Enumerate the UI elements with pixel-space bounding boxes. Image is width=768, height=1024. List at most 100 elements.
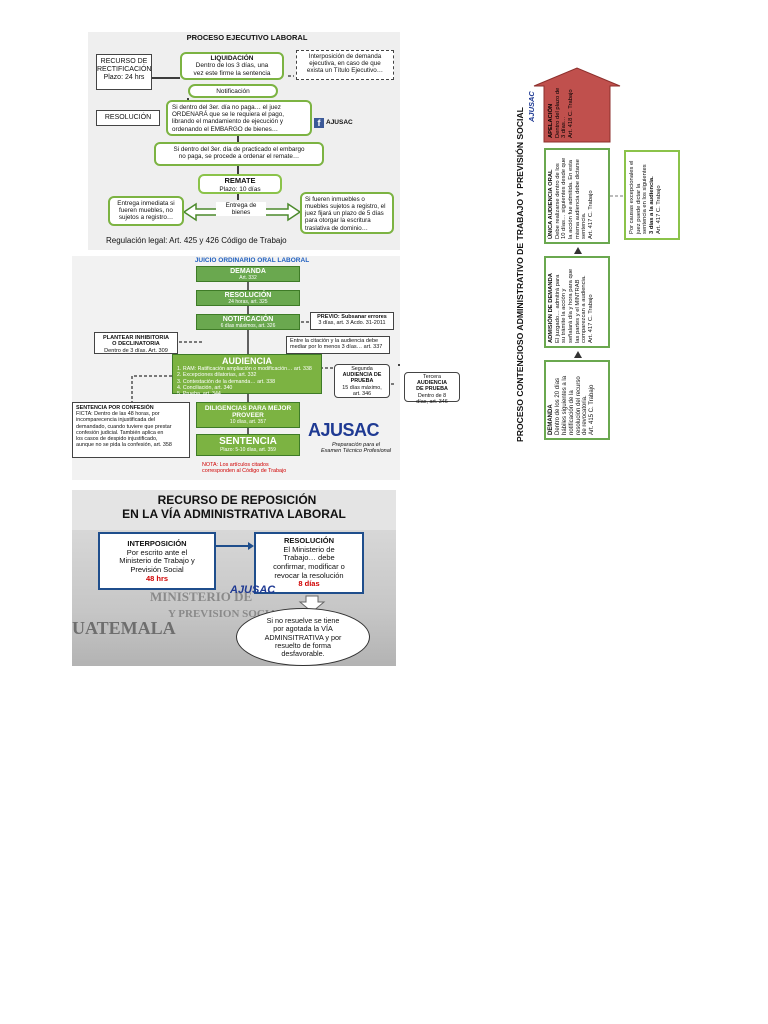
- tercera-line5: días, art. 346: [416, 398, 448, 405]
- tercera-line1: Tercera: [423, 374, 441, 380]
- entrega-inmediata-line3: sujetos a registro…: [118, 214, 174, 222]
- inmuebles-line1: Si fueren inmuebles o: [305, 196, 365, 203]
- excepcional4-line1: Por causas excepcionales el: [629, 160, 635, 234]
- confesion-line6: los casos de despido injustificado,: [76, 436, 158, 443]
- apelacion4-title: APELACIÓN: [548, 103, 554, 138]
- excepcional4-line5: Art. 417 C. Trabajo: [655, 185, 662, 234]
- excepcional4-line4: 3 días a la audiencia.: [648, 176, 655, 234]
- notificacion2-title: NOTIFICACIÓN: [222, 316, 274, 323]
- prep-line1: Preparación para el: [331, 442, 380, 448]
- nota-line2: corresponden al Código de Trabajo: [202, 468, 287, 475]
- entrega-inmediata-line1: Entrega inmediata si: [117, 200, 175, 207]
- previo-line2: 3 días, art. 3 Acdo. 31-2011: [318, 320, 386, 327]
- audiencia-title: AUDIENCIA: [221, 356, 272, 366]
- panel-recurso-reposicion: MINISTERIO DE Y PREVISION SOCIAL UATEMAL…: [72, 490, 396, 666]
- panel4-connectors: [533, 67, 624, 197]
- tercera-line4: Dentro de 8: [417, 392, 447, 399]
- interposicion3-plazo: 48 hrs: [145, 573, 169, 583]
- recurso-line2: RECTIFICACIÓN: [97, 66, 152, 74]
- tercera-audiencia-box: Tercera AUDIENCIA DE PRUEBA Dentro de 8 …: [404, 372, 460, 405]
- excepcional4-line2: juez puede dictar la: [635, 183, 642, 234]
- oval-line5: desfavorable.: [281, 649, 325, 659]
- audiencia-item: 3. Contestación de la demanda… art. 338: [177, 378, 276, 385]
- recurso-line3: Plazo: 24 hrs: [103, 74, 145, 82]
- prep-text: Preparación para el Examen Técnico Profe…: [316, 442, 396, 455]
- resolucion3-box: RESOLUCIÓN El Ministerio de Trabajo… deb…: [254, 532, 364, 594]
- segunda-line1: Segunda: [351, 366, 373, 372]
- recurso-rectificacion-box: RECURSO DE RECTIFICACIÓN Plazo: 24 hrs: [96, 54, 152, 90]
- recurso-line1: RECURSO DE: [100, 58, 148, 65]
- si-no-paga-line1: Si dentro del 3er. día no paga… el juez: [172, 104, 281, 111]
- confesion-line7: aunque no se pida la confesión, art. 358: [76, 442, 172, 449]
- apelacion4-line2: 3 días…: [561, 116, 568, 138]
- entrega-bienes-label: Entrega de bienes: [216, 202, 266, 217]
- interposicion-line3: exista un Título Ejecutivo…: [306, 67, 384, 75]
- panel-juicio-ordinario: JUICIO ORDINARIO ORAL LABORAL DEMANDA Ar…: [72, 256, 400, 480]
- segunda-line4: 15 días máximo,: [342, 384, 382, 391]
- confesion-ficta-box: SENTENCIA POR CONFESIÓN FICTA: Dentro de…: [72, 402, 190, 458]
- ajusac-logo-p2: AJUSAC: [308, 420, 380, 441]
- interposicion-line1: Interposición de demanda: [308, 53, 382, 60]
- panel-contencioso: PROCESO CONTENCIOSO ADMINISTRATIVO DE TR…: [514, 66, 698, 446]
- audiencia-box: AUDIENCIA 1. RAM: Ratificación ampliació…: [172, 354, 322, 397]
- entrega-bienes-line1: Entrega de: [225, 202, 257, 209]
- interposicion3-line3: Previsión Social: [130, 564, 184, 574]
- plantear-line3: Dentro de 3 días. Art. 309: [104, 347, 168, 354]
- oval-line2: por agotada la VÍA: [273, 624, 333, 634]
- apelacion4-text: APELACIÓN Dentro del plazo de 3 días… Ar…: [548, 86, 608, 138]
- regulacion-legal: Regulación legal: Art. 425 y 426 Código …: [106, 236, 287, 245]
- oval-line3: ADMINSITRATIVA y por: [264, 632, 342, 642]
- liquidacion-line1: Dentro de los 3 días, una: [195, 62, 269, 70]
- confesion-line5: confesión judicial. También aplica en: [76, 429, 164, 436]
- panel-proceso-ejecutivo: PROCESO EJECUTIVO LABORAL RECURSO DE REC…: [88, 32, 400, 250]
- oval-line1: Si no resuelve se tiene: [266, 616, 340, 625]
- segunda-line5: art. 346: [352, 390, 372, 397]
- entrega-inmediata-box: Entrega inmediata si fueren muebles, no …: [108, 196, 184, 226]
- previo-line1: PREVIO: Subsanar errores: [317, 314, 387, 320]
- panel3-connectors: [216, 542, 326, 613]
- liquidacion-title: LIQUIDACIÓN: [210, 55, 254, 62]
- remate-plazo: Plazo: 10 días: [219, 185, 261, 193]
- oval-line4: resuelto de forma: [275, 640, 331, 650]
- interposicion3-title: INTERPOSICIÓN: [127, 539, 187, 548]
- remate-box: REMATE Plazo: 10 días: [198, 174, 282, 194]
- liquidacion-line2: vez este firme la sentencia: [193, 69, 271, 77]
- confesion-line3: incomparecencia injustificada del: [76, 417, 156, 424]
- ajusac-logo-p3: AJUSAC: [230, 584, 275, 597]
- apelacion-arrow-icon: [533, 67, 621, 143]
- audiencia-item: 4. Conciliación, art. 340: [177, 384, 233, 391]
- ajusac-label-p1: AJUSAC: [326, 119, 353, 126]
- apelacion4-line3: Art. 418 C. Trabajo: [567, 89, 574, 138]
- panel1-title: PROCESO EJECUTIVO LABORAL: [186, 33, 308, 42]
- notificacion2-box: NOTIFICACIÓN 6 días máximos, art. 326: [196, 314, 300, 330]
- entre-citacion-line2: mediar por lo menos 3 días… art. 337: [290, 344, 383, 351]
- liquidacion-box: LIQUIDACIÓN Dentro de los 3 días, una ve…: [180, 52, 284, 80]
- tercera-line2: AUDIENCIA: [417, 380, 447, 387]
- si-no-paga-box: Si dentro del 3er. día no paga… el juez …: [166, 100, 312, 136]
- inmuebles-line3: juez fijará un plazo de 5 días: [305, 210, 384, 218]
- interposicion-line2: ejecutiva, en caso de que: [309, 60, 381, 68]
- inmuebles-line2: muebles sujetos a registro, el: [305, 203, 386, 211]
- panel2-title: JUICIO ORDINARIO ORAL LABORAL: [194, 257, 310, 264]
- ajusac-logo-text: AJUSAC: [308, 420, 380, 440]
- nota-text: NOTA: Los artículos citados corresponden…: [202, 462, 286, 474]
- interposicion3-line2: Ministerio de Trabajo y: [119, 556, 195, 566]
- entre-citacion-box: Entre la citación y la audiencia debe me…: [286, 336, 390, 354]
- resolucion3-line1: El Ministerio de: [283, 544, 335, 554]
- si-no-paga-line2: ORDENARÁ que se le requiera el pago,: [172, 111, 285, 119]
- plantear-box: PLANTEAR INHIBITORIA O DECLINATORIA Dent…: [94, 332, 178, 354]
- si-no-paga-line3: librando el mandamiento de ejecución y: [172, 118, 283, 126]
- demanda-title: DEMANDA: [230, 268, 266, 275]
- segunda-audiencia-box: Segunda AUDIENCIA DE PRUEBA 15 días máxi…: [334, 364, 390, 398]
- plantear-line1: PLANTEAR INHIBITORIA: [102, 335, 170, 341]
- confesion-line1: SENTENCIA POR CONFESIÓN: [76, 405, 154, 411]
- interposicion-demanda-box: Interposición de demanda ejecutiva, en c…: [296, 50, 394, 80]
- previo-box: PREVIO: Subsanar errores 3 días, art. 3 …: [310, 312, 394, 330]
- resolucion3-line2: Trabajo… debe: [283, 553, 335, 563]
- demanda-sub: Art. 332: [239, 275, 257, 282]
- practicado-box: Si dentro del 3er. día de practicado el …: [154, 142, 324, 166]
- resolucion-label: RESOLUCIÓN: [104, 114, 152, 121]
- arrow-right-icon: [248, 542, 254, 550]
- entre-citacion-line1: Entre la citación y la audiencia debe: [290, 338, 379, 344]
- excepcional4-box: Por causas excepcionales el juez puede d…: [624, 150, 680, 240]
